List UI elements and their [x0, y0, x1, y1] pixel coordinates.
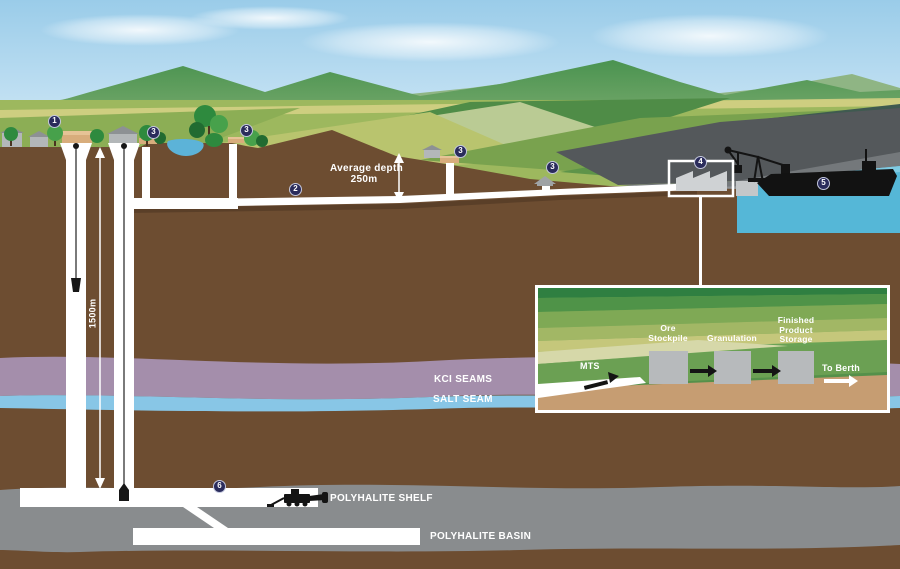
arrowhead-down: [394, 192, 404, 202]
mining-machine-icon: [267, 489, 328, 507]
to-berth-arrow: [824, 375, 858, 387]
polyhalite-shelf-label: POLYHALITE SHELF: [330, 493, 433, 504]
average-depth-line2: 250m: [350, 174, 378, 185]
skip-icon: [71, 278, 81, 292]
access-shaft: [229, 144, 237, 204]
marker-3: 3: [546, 161, 559, 174]
inset-field-band: [538, 288, 887, 298]
inset-field-band: [538, 318, 887, 341]
arrowhead-down: [95, 478, 105, 489]
marker-4: 4: [694, 156, 707, 169]
marker-3: 3: [454, 145, 467, 158]
access-shaft: [142, 147, 150, 203]
pulley-icon: [121, 143, 127, 149]
granulation-label: Granulation: [707, 333, 757, 343]
arrowhead-up: [95, 147, 105, 158]
tunnel-shadow: [128, 191, 697, 213]
average-depth-line1: Average depth: [330, 163, 403, 174]
callout-leader-line: [699, 196, 702, 285]
access-shaft: [446, 163, 454, 198]
earth-section: [0, 130, 900, 569]
marker-1: 1: [48, 115, 61, 128]
access-shaft: [542, 180, 550, 193]
inset-scene: [538, 288, 887, 410]
quay: [736, 181, 758, 196]
inset-field-band: [538, 304, 887, 328]
crane-icon: [724, 146, 790, 183]
marker-3: 3: [147, 126, 160, 139]
marker-3: 3: [240, 124, 253, 137]
marker-5: 5: [817, 177, 830, 190]
factory-icon: [676, 171, 727, 191]
kci-seams-label: KCI SEAMS: [434, 374, 493, 385]
main-shaft-1: [66, 158, 86, 492]
pulley-icon: [73, 143, 79, 149]
mts-label: MTS: [580, 361, 600, 371]
polyhalite-basin-tunnel: [133, 528, 420, 545]
polyhalite-shelf-tunnel: [20, 488, 318, 507]
cloud: [40, 14, 240, 46]
marker-2: 2: [289, 183, 302, 196]
mts-tunnel: [128, 183, 697, 208]
polyhalite-basin-label: POLYHALITE BASIN: [430, 531, 532, 542]
pond: [167, 138, 204, 156]
average-depth-label: Average depth 250m: [330, 163, 403, 185]
cloud: [300, 22, 560, 62]
mts-tunnel-head: [128, 198, 238, 209]
to-berth-label: To Berth: [822, 363, 860, 373]
inset-field-band: [538, 294, 887, 312]
finished-product-storage-label: Finished Product Storage: [777, 315, 815, 344]
granulation-box: [714, 351, 751, 384]
ore-stockpile-label: Ore Stockpile: [648, 323, 688, 343]
finished-product-storage-box: [778, 351, 814, 384]
surface-facility-inset: MTS Ore Stockpile Granulation Finished P…: [535, 285, 890, 413]
cage-icon: [119, 483, 129, 501]
decline-tunnel: [183, 507, 228, 528]
arrowhead-up: [394, 153, 404, 163]
flow-arrows: [583, 365, 781, 390]
marker-6: 6: [213, 480, 226, 493]
salt-seam-label: SALT SEAM: [433, 394, 493, 405]
shaft-depth-label: 1500m: [87, 298, 98, 329]
cloud: [590, 14, 830, 58]
ore-stockpile-box: [649, 351, 688, 384]
cloud: [190, 6, 350, 30]
